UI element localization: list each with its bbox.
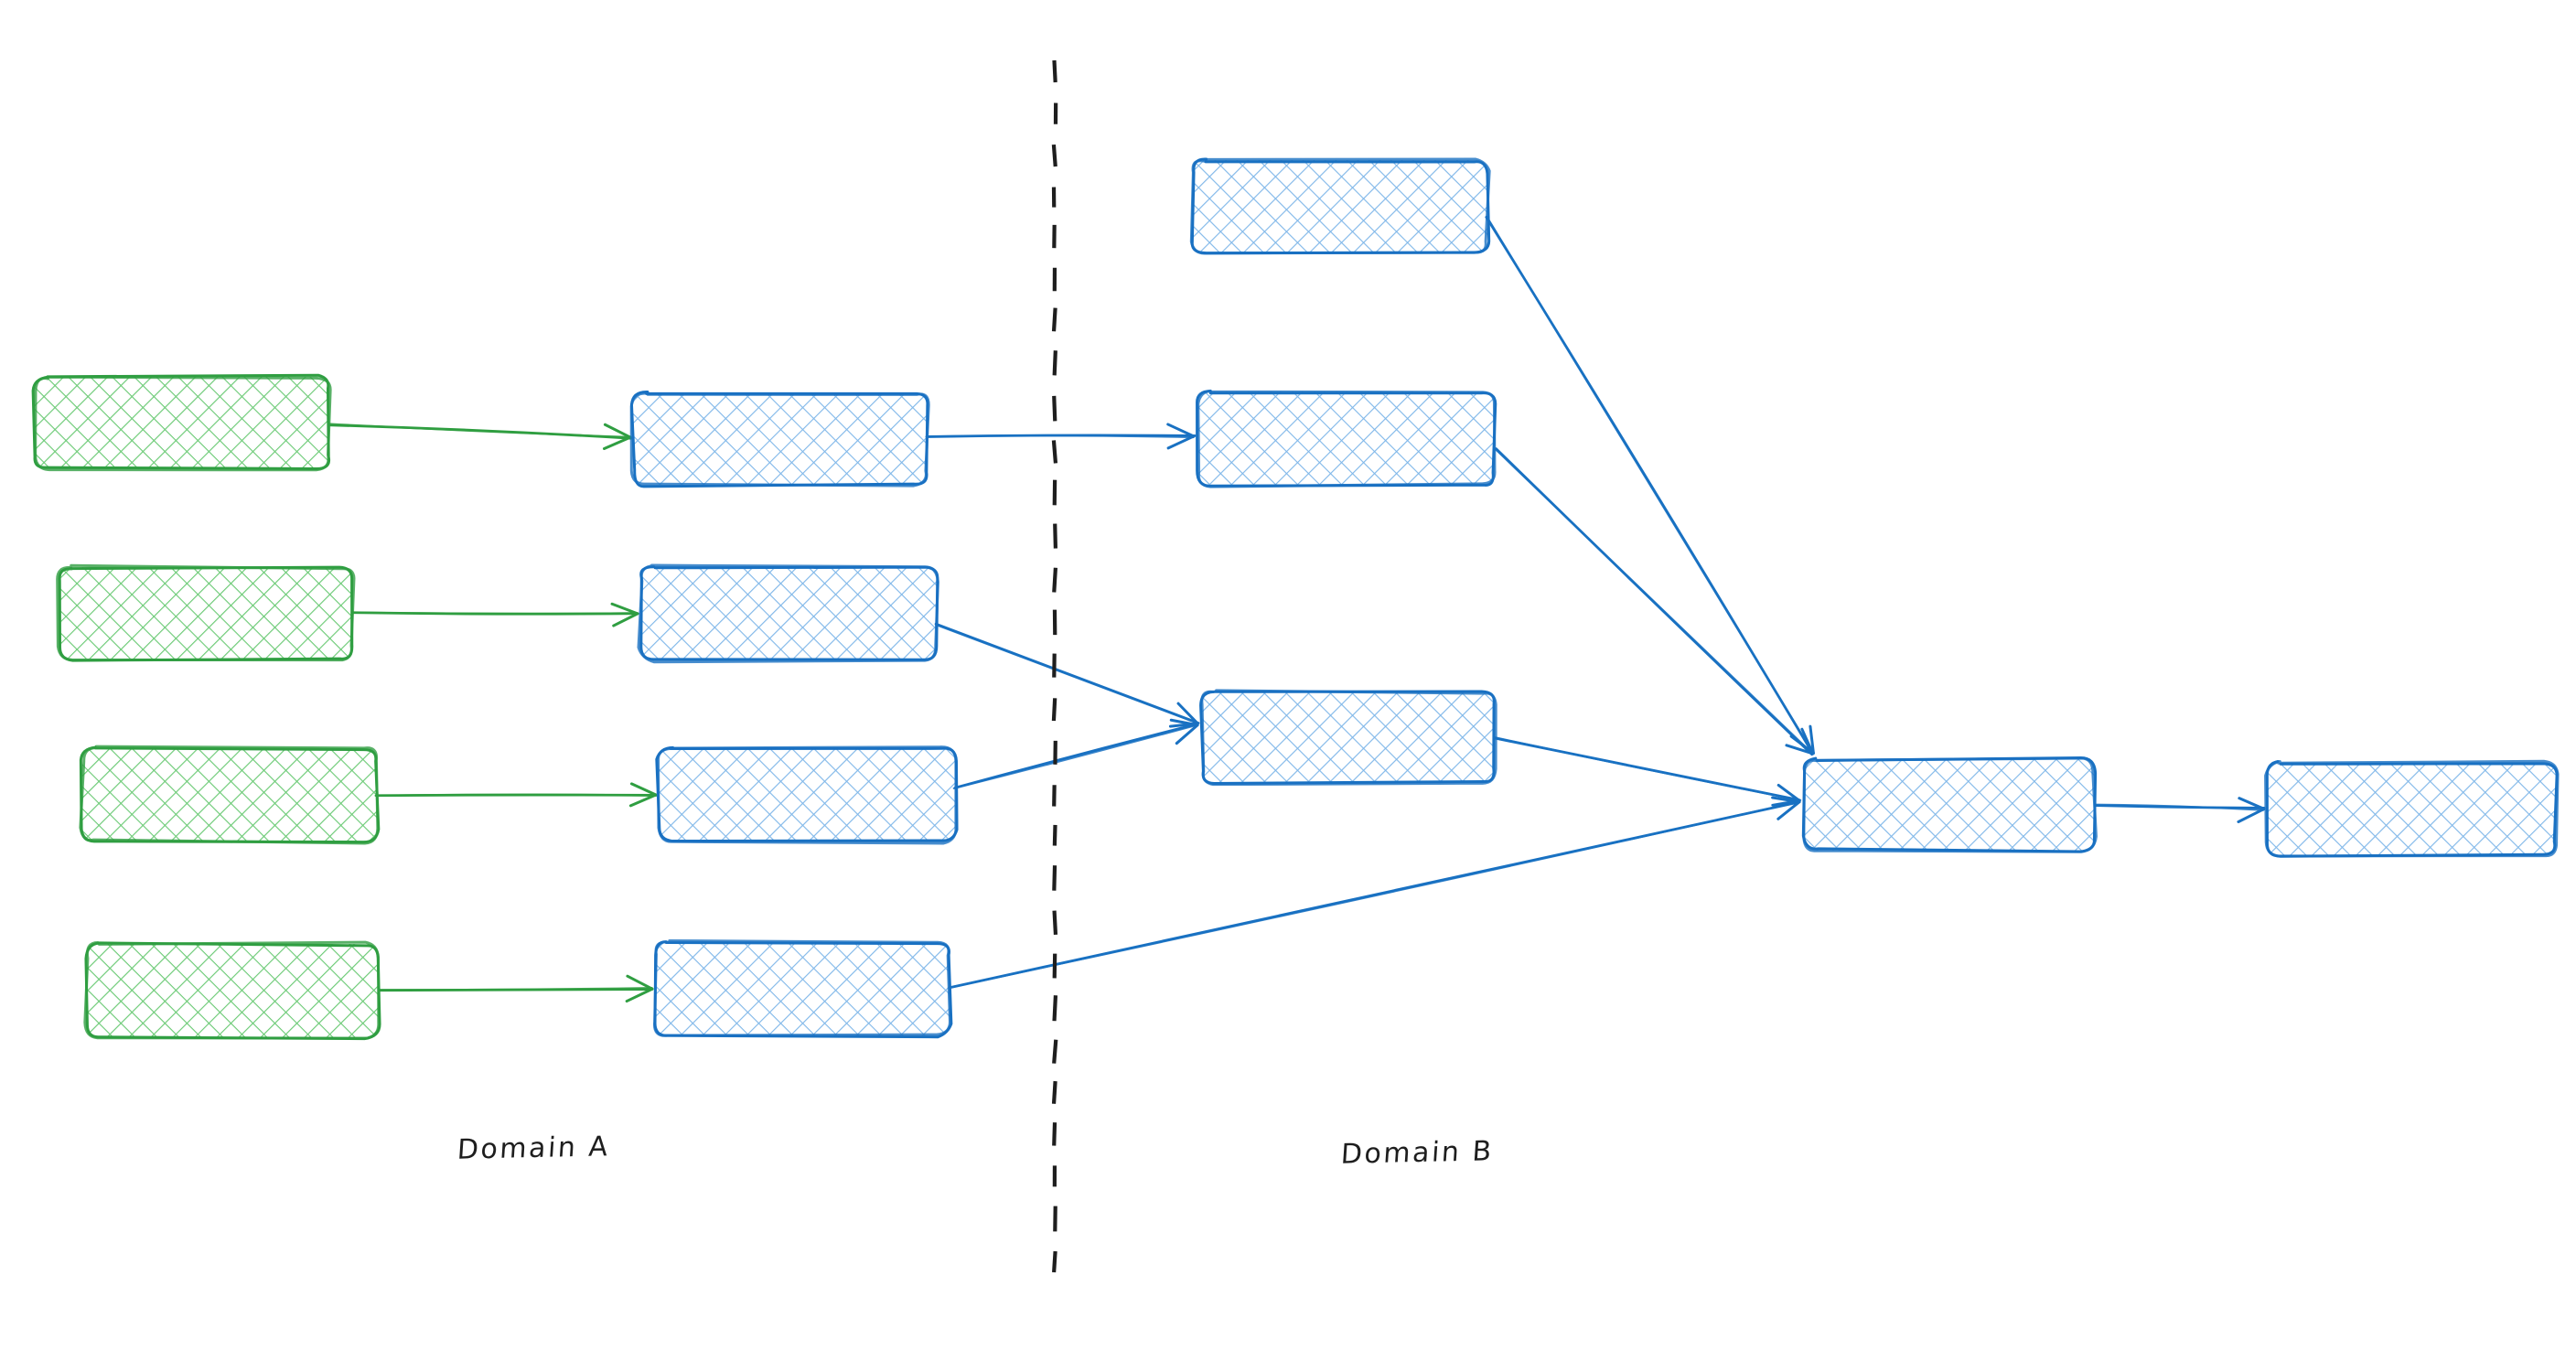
node-right-2[interactable] — [1196, 389, 1497, 488]
node-hub[interactable] — [1801, 756, 2098, 853]
node-green-4[interactable] — [83, 940, 381, 1041]
node-right-1[interactable] — [1189, 157, 1491, 255]
node-right-3[interactable] — [1199, 689, 1497, 787]
node-mid-3[interactable] — [655, 745, 959, 845]
edge-arrow — [377, 974, 654, 1003]
edge-arrow — [925, 423, 1197, 450]
node-mid-1[interactable] — [629, 390, 930, 488]
node-green-3[interactable] — [79, 745, 381, 845]
edge-arrow — [1493, 735, 1802, 807]
node-sink[interactable] — [2264, 759, 2560, 858]
node-mid-4[interactable] — [652, 938, 953, 1039]
domain-divider — [1051, 59, 1058, 1273]
edge-arrow — [948, 796, 1801, 990]
edges-layer — [327, 215, 2266, 1003]
edge-arrow — [351, 602, 639, 627]
node-mid-2[interactable] — [637, 563, 939, 664]
node-green-2[interactable] — [56, 563, 356, 662]
divider-layer — [1051, 59, 1058, 1273]
edge-arrow — [1493, 446, 1815, 756]
edge-arrow — [952, 718, 1199, 789]
edge-arrow — [934, 622, 1200, 728]
edge-arrow — [2094, 797, 2266, 823]
nodes-layer — [31, 157, 2560, 1041]
edge-arrow — [327, 423, 633, 451]
node-green-1[interactable] — [31, 373, 332, 472]
edge-arrow — [374, 782, 658, 808]
edge-arrow — [1485, 215, 1815, 756]
